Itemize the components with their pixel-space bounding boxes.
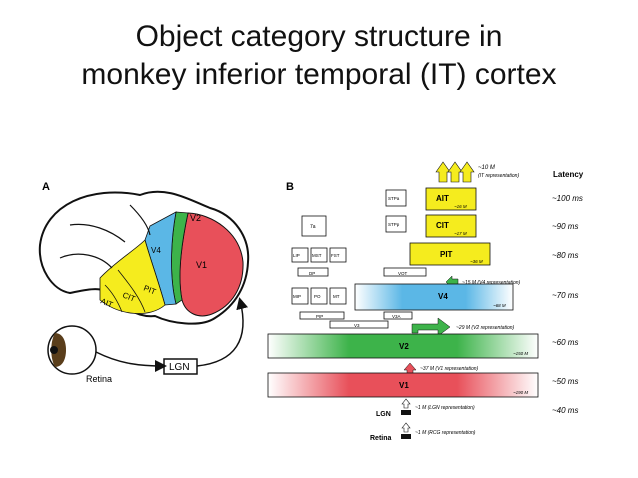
area-ait-label: AIT [436, 194, 449, 203]
area-v3a [383, 311, 413, 320]
area-fst-label: FST [331, 253, 340, 258]
monkey-brain: V2 V1 V4 PIT CIT AIT [38, 190, 250, 325]
area-7a-label: 7a [310, 224, 316, 230]
area-mst-label: MST [312, 253, 322, 258]
it-output-arrows [435, 161, 475, 183]
v2-count: ~150 M [513, 351, 528, 356]
brain-region-it [99, 239, 166, 314]
label-ait: AIT [99, 297, 114, 310]
latency-cit: ~90 ms [552, 222, 578, 231]
area-v3 [329, 320, 389, 329]
area-pit [409, 242, 491, 266]
slide-title: Object category structure in monkey infe… [0, 18, 638, 94]
area-fst [329, 247, 347, 263]
label-v2: V2 [190, 213, 201, 223]
ait-count: ~16 M [454, 204, 467, 209]
area-mst [310, 247, 328, 263]
area-v1 [267, 372, 539, 398]
rgc-rep: ~1 M (RCG representation) [415, 430, 476, 436]
area-ait [425, 187, 477, 211]
title-line-1: Object category structure in [135, 20, 503, 53]
lgn-rep: ~1 M (LGN representation) [415, 405, 475, 411]
area-7a [301, 215, 327, 237]
area-pip [299, 311, 345, 320]
lgn-to-v1-arrow [196, 297, 249, 367]
lgn-rep-arrow [401, 398, 411, 409]
label-pit: PIT [142, 284, 157, 297]
area-pit-label: PIT [440, 250, 453, 259]
area-v4 [354, 283, 514, 311]
latency-lgn: ~40 ms [552, 406, 578, 415]
latency-header: Latency [553, 170, 584, 179]
panel-b-label: B [286, 181, 294, 193]
area-lgn-label: LGN [376, 411, 391, 418]
latency-column: Latency ~100 ms ~90 ms ~80 ms ~70 ms ~60… [552, 170, 584, 415]
area-v2-label: V2 [399, 342, 409, 351]
v1-rep: ~37 M (V1 representation) [420, 366, 479, 372]
area-po [310, 287, 328, 305]
label-retina-a: Retina [86, 374, 112, 384]
it-rep: (IT representation) [478, 173, 519, 179]
latency-pit: ~80 ms [552, 251, 578, 260]
area-v4-label: V4 [438, 292, 448, 301]
v4-rep: ~15 M (V4 representation) [462, 280, 521, 286]
area-stpp [385, 215, 407, 233]
area-v1-label: V1 [399, 381, 409, 390]
title-line-2: monkey inferior temporal (IT) cortex [81, 58, 557, 91]
rgc-rep-arrow [401, 422, 411, 433]
lgn-icon [401, 410, 411, 415]
label-lgn-a: LGN [169, 362, 190, 373]
area-pip-label: PIP [316, 314, 323, 319]
area-retina-label: Retina [370, 435, 392, 442]
area-v3-label: V3 [354, 323, 360, 328]
area-dp-label: DP [309, 271, 315, 276]
latency-ait: ~100 ms [552, 194, 583, 203]
area-mip-label: MIP [293, 294, 301, 299]
area-vot [383, 267, 427, 277]
latency-v4: ~70 ms [552, 291, 578, 300]
area-mt-label: MT [333, 294, 340, 299]
label-v4: V4 [151, 246, 161, 255]
area-v3a-label: V3A [392, 314, 401, 319]
area-mip [291, 287, 309, 305]
panel-a-label: A [42, 181, 50, 193]
v2-rep-arrow [411, 317, 451, 337]
area-dp [297, 267, 329, 277]
pit-count: ~36 M [470, 259, 483, 264]
area-cit-label: CIT [436, 221, 449, 230]
area-mt [329, 287, 347, 305]
v1-count: ~190 M [513, 390, 528, 395]
area-lip [291, 247, 309, 263]
area-lip-label: LIP [293, 253, 300, 258]
area-stpa-label: STPa [388, 196, 400, 201]
area-cit [425, 214, 477, 238]
eye [47, 325, 97, 375]
latency-v1: ~50 ms [552, 377, 578, 386]
v2-rep: ~29 M (V2 representation) [456, 325, 515, 331]
label-v1: V1 [196, 260, 207, 270]
area-po-label: PO [314, 294, 321, 299]
cit-count: ~17 M [454, 231, 467, 236]
area-v2 [267, 333, 539, 359]
retina-to-lgn-arrow [95, 351, 167, 372]
latency-v2: ~60 ms [552, 338, 578, 347]
area-stpa [385, 189, 407, 207]
area-stpp-label: STPp [388, 222, 400, 227]
it-count: ~10 M [478, 165, 495, 171]
retina-icon [401, 434, 411, 439]
v4-count: ~68 M [493, 303, 506, 308]
area-vot-label: VOT [398, 271, 408, 276]
